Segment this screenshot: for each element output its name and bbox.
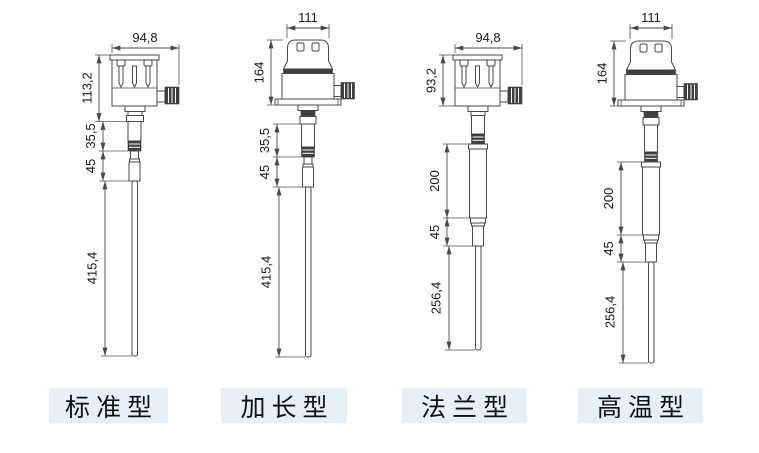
mounting-flange	[617, 99, 685, 107]
dimension-label: 164	[252, 62, 267, 84]
dimension-label: 415,4	[259, 256, 274, 289]
dimension-label: 45	[601, 241, 616, 255]
device-4-probe	[640, 105, 662, 364]
cooling-fin	[475, 65, 480, 89]
type-label-extended: 加长型	[221, 388, 347, 423]
thread-band	[127, 140, 142, 152]
handle-hole	[639, 43, 648, 53]
dimension-label: 256,4	[603, 296, 618, 329]
probe-rod	[648, 261, 655, 364]
dimension-label: 256,4	[429, 282, 444, 315]
extension-tube	[642, 166, 660, 236]
cooling-fin	[132, 65, 137, 89]
mounting-flange	[274, 98, 342, 106]
cable-gland-neck	[156, 90, 166, 103]
thread-band	[644, 151, 658, 163]
thread-band	[301, 146, 315, 158]
dimension-label: 111	[641, 10, 661, 25]
extension-tube	[469, 148, 487, 219]
device-4-high-temp: 111 164 200 45 256,4	[595, 10, 698, 364]
cooling-fin	[145, 65, 151, 89]
dimension-label: 200	[601, 188, 616, 210]
dimension-label: 35,5	[257, 128, 272, 153]
type-label-text: 标准型	[64, 393, 158, 422]
technical-drawing: 94,8 113,2 35,5 45 415,4	[80, 10, 698, 364]
cooling-fin	[488, 65, 494, 89]
device-1-housing	[109, 54, 180, 107]
probe-rod	[305, 186, 312, 358]
thread-band	[471, 133, 485, 145]
cooling-fin	[118, 65, 124, 89]
dimension-label: 415,4	[85, 252, 100, 285]
dimension-label: 35,5	[83, 123, 98, 148]
device-2-dimensions: 111 164 35,5 45 415,4	[252, 10, 330, 358]
probe-rod	[475, 245, 482, 351]
dimension-label: 45	[83, 159, 98, 173]
device-3-probe	[467, 105, 489, 351]
dimension-label: 45	[257, 165, 272, 179]
device-3-housing	[452, 54, 523, 107]
type-label-text: 法兰型	[420, 393, 514, 422]
cable-gland-neck	[676, 86, 685, 98]
handle-hole	[311, 42, 320, 52]
device-2-extended: 111 164 35,5 45 415,4	[252, 10, 355, 358]
type-label-high-temp: 高温型	[578, 388, 703, 423]
device-1-standard: 94,8 113,2 35,5 45 415,4	[80, 30, 180, 357]
dimension-label: 200	[427, 170, 442, 192]
device-2-housing	[274, 39, 355, 106]
type-label-text: 高温型	[596, 393, 690, 422]
type-label-text: 加长型	[240, 393, 334, 422]
cable-gland-neck	[499, 90, 509, 103]
dimension-label: 93,2	[424, 68, 439, 93]
dimension-label: 164	[595, 63, 610, 85]
device-3-flange: 94,8 93,2 200 45 256,4	[424, 30, 523, 351]
probe-rod	[131, 180, 138, 357]
device-1-probe	[124, 105, 146, 357]
type-label-standard: 标准型	[49, 388, 168, 423]
dimension-label: 94,8	[475, 30, 500, 45]
device-4-housing	[617, 40, 698, 107]
cable-gland-neck	[333, 85, 342, 97]
dimension-label: 94,8	[132, 30, 157, 45]
dimension-label: 111	[298, 10, 318, 25]
handle-hole	[654, 43, 663, 53]
device-3-dimensions: 94,8 93,2 200 45 256,4	[424, 30, 523, 351]
device-2-probe	[297, 104, 319, 358]
device-1-dimensions: 94,8 113,2 35,5 45 415,4	[80, 30, 180, 357]
handle-hole	[296, 42, 305, 52]
dimension-label: 113,2	[80, 72, 95, 104]
type-label-flange: 法兰型	[402, 388, 527, 423]
cooling-fin	[461, 65, 467, 89]
dimension-label: 45	[427, 225, 442, 239]
device-4-dimensions: 111 164 200 45 256,4	[595, 10, 673, 364]
